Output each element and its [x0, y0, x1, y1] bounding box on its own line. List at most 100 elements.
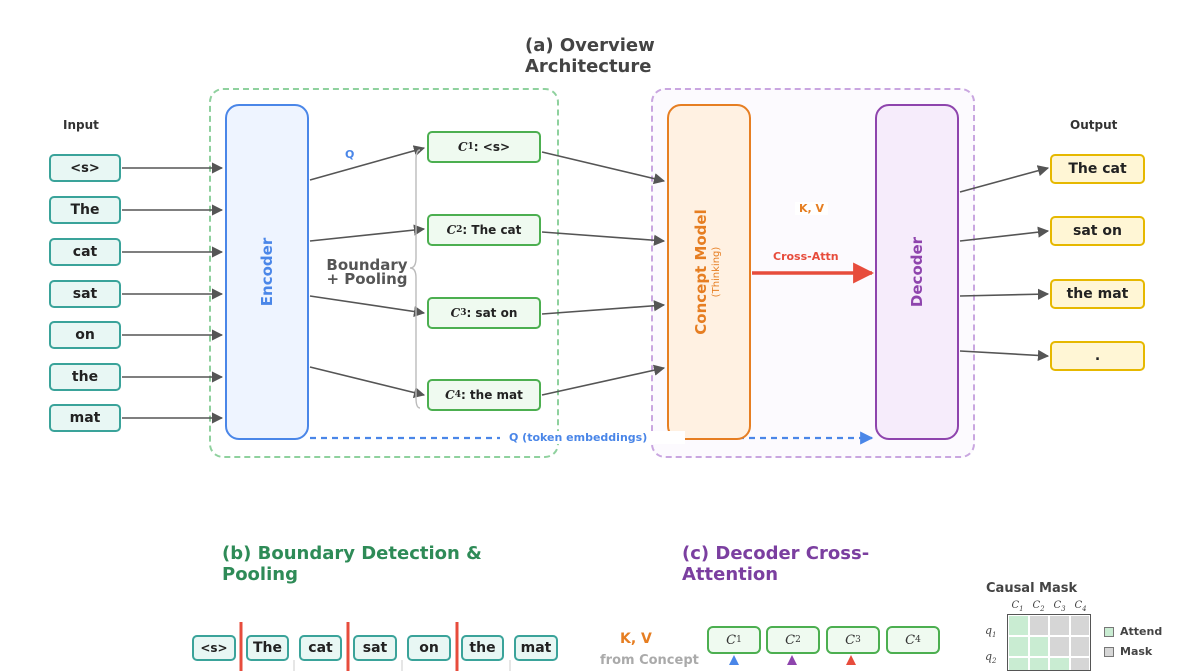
- title-overview-line1: (a) Overview: [525, 35, 655, 56]
- mask-col-4-sub: 4: [1082, 605, 1087, 613]
- concept-2-sub: 2: [456, 225, 463, 235]
- panel-c-kv-label: K, V: [620, 631, 652, 647]
- arrow-out-0: [959, 165, 1050, 193]
- pool-token-2: cat: [299, 635, 342, 661]
- arrow-c1-cm: [541, 151, 666, 185]
- arrow-enc-c4: [309, 366, 426, 399]
- boundary-pooling-label: Boundary + Pooling: [322, 258, 412, 288]
- mask-col-3-sub: 3: [1061, 605, 1066, 613]
- arrow-c4-cm: [541, 364, 666, 396]
- arrow-up-c3: [846, 655, 856, 665]
- legend-attend-label: Attend: [1120, 625, 1163, 638]
- input-token-5: the: [49, 363, 121, 391]
- output-label: Output: [1070, 118, 1118, 132]
- mask-cell: [1028, 657, 1049, 670]
- arrow-out-3: [959, 349, 1050, 362]
- concept-4-symbol: C: [445, 388, 455, 402]
- pool-token-4: on: [407, 635, 451, 661]
- concept-1-symbol: C: [457, 140, 468, 154]
- mask-cell: [1008, 636, 1029, 657]
- mask-col-3: C3: [1049, 600, 1070, 613]
- mask-cell: [1069, 657, 1090, 670]
- concept-model-sublabel: (Thinking): [711, 246, 722, 298]
- arrow-up-c1: [729, 655, 739, 665]
- input-token-1: The: [49, 196, 121, 224]
- boundary-label-line2: + Pooling: [326, 270, 408, 288]
- legend-attend-swatch: [1104, 626, 1114, 637]
- concept-3-text: : sat on: [466, 306, 518, 320]
- mask-cell: [1008, 615, 1029, 636]
- title-boundary-line1: (b) Boundary Detection &: [222, 543, 482, 564]
- mask-col-2-sub: 2: [1040, 605, 1045, 613]
- legend-attend: Attend: [1104, 625, 1162, 638]
- kv-label: K, V: [795, 202, 829, 215]
- mask-col-3-sym: C: [1053, 600, 1062, 611]
- mask-cell: [1028, 636, 1049, 657]
- concept-3-sub: 3: [460, 308, 467, 318]
- mask-col-1: C1: [1007, 600, 1028, 613]
- output-token-1: sat on: [1050, 216, 1145, 246]
- concept-2-symbol: C: [446, 223, 457, 237]
- pool-token-1: The: [246, 635, 289, 661]
- q-label: Q: [345, 148, 355, 161]
- concept-3-symbol: C: [450, 306, 461, 320]
- panel-c-concept-4-sym: C: [905, 632, 916, 648]
- title-cross-attention-line1: (c) Decoder Cross-: [682, 543, 870, 564]
- mask-row-2-sym: q: [985, 650, 993, 664]
- panel-b-lines: [239, 622, 856, 671]
- input-token-4: on: [49, 321, 121, 349]
- input-token-2: cat: [49, 238, 121, 266]
- token-embeddings-label: Q (token embeddings): [503, 431, 686, 444]
- panel-c-concept-4-sub: 4: [915, 635, 921, 645]
- pool-token-5: the: [461, 635, 504, 661]
- panel-c-concept-2-sym: C: [785, 632, 796, 648]
- panel-c-concept-1-sub: 1: [736, 635, 742, 645]
- title-boundary: (b) Boundary Detection & Pooling: [222, 543, 482, 585]
- legend-mask-swatch: [1104, 646, 1114, 657]
- title-overview-line2: Architecture: [525, 56, 652, 77]
- pool-token-6: mat: [514, 635, 558, 661]
- panel-c-concept-3-sym: C: [845, 632, 856, 648]
- input-label: Input: [63, 118, 99, 132]
- panel-c-from-label: from Concept: [600, 653, 699, 668]
- title-overview: (a) Overview Architecture: [525, 35, 655, 77]
- output-token-2: the mat: [1050, 279, 1145, 309]
- mask-col-2-sym: C: [1032, 600, 1041, 611]
- arrow-out-2: [959, 288, 1050, 300]
- legend-mask-label: Mask: [1120, 645, 1153, 658]
- arrow-enc-c1: [309, 145, 426, 181]
- mask-col-4-sym: C: [1074, 600, 1083, 611]
- pooling-brace: [409, 149, 421, 409]
- concept-4-text: : the mat: [460, 388, 523, 402]
- mask-cell: [1049, 636, 1070, 657]
- mask-col-4: C4: [1070, 600, 1091, 613]
- arrow-enc-c3: [309, 295, 426, 318]
- mask-row-1-sym: q: [985, 624, 993, 637]
- concept-model-block: Concept Model (Thinking): [667, 104, 751, 440]
- panel-c-concept-2-sub: 2: [795, 635, 801, 645]
- encoder-block: Encoder: [225, 104, 309, 440]
- legend-mask: Mask: [1104, 645, 1152, 658]
- pool-token-0: <s>: [192, 635, 236, 661]
- panel-c-concept-3-sub: 3: [855, 635, 861, 645]
- output-token-3: .: [1050, 341, 1145, 371]
- decoder-label: Decoder: [908, 236, 926, 308]
- title-boundary-line2: Pooling: [222, 564, 298, 585]
- mask-cell: [1049, 615, 1070, 636]
- mask-row-2-sub: 2: [992, 657, 997, 666]
- arrow-c2-cm: [541, 231, 666, 246]
- causal-mask-row-labels: q1 q2: [985, 620, 997, 672]
- arrow-enc-c2: [309, 224, 426, 242]
- mask-cell: [1028, 615, 1049, 636]
- overview-arrows: [122, 145, 1050, 445]
- concept-4-sub: 4: [454, 390, 461, 400]
- title-cross-attention-line2: Attention: [682, 564, 779, 585]
- concept-2-text: : The cat: [462, 223, 522, 237]
- mask-row-1-sub: 1: [992, 631, 997, 640]
